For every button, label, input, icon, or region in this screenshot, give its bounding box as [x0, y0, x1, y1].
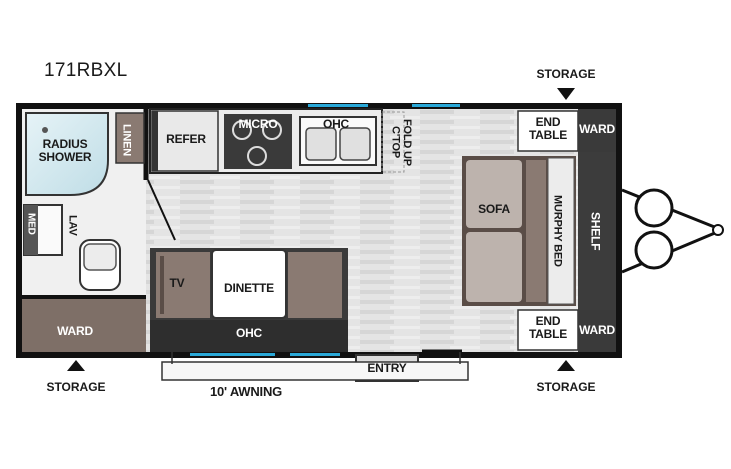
ward-bottom-left-cabinet [22, 299, 146, 352]
storage-arrow-bottom-left [67, 360, 85, 371]
propane-tank-1 [634, 188, 674, 228]
sofa-back [526, 160, 546, 302]
fold-up-ctop-label: FOLD UP C'TOP [389, 118, 413, 166]
ward-bottom-right-label: WARD [579, 323, 615, 337]
med-label: MED [25, 213, 37, 235]
refer-label: REFER [166, 132, 206, 146]
ohc-bottom-cabinet [150, 320, 348, 352]
lav-label: LAV [66, 214, 79, 236]
sofa-seat-top [466, 160, 522, 228]
micro-label: MICRO [238, 117, 278, 131]
sofa-label: SOFA [478, 202, 510, 216]
radius-shower [25, 112, 109, 196]
storage-label-bottom-right: STORAGE [536, 380, 596, 394]
window-bottom-1 [190, 353, 275, 356]
sofa-seat-bottom [466, 232, 522, 302]
shelf-label: SHELF [588, 211, 603, 251]
awning [161, 361, 469, 381]
murphy-bed-panel [547, 157, 575, 305]
awning-label: 10' AWNING [209, 384, 283, 399]
dinette-table [211, 249, 287, 319]
storage-arrow-bottom-right [557, 360, 575, 371]
dinette-label: DINETTE [224, 281, 274, 295]
hitch-tongue [621, 188, 724, 274]
end-table-bottom-label: END TABLE [528, 314, 568, 341]
entry-label: ENTRY [367, 361, 407, 375]
propane-tank-2 [634, 230, 674, 270]
window-bottom-2 [290, 353, 340, 356]
ohc-top-label: OHC [322, 117, 350, 131]
murphy-bed-label: MURPHY BED [551, 195, 564, 267]
fold-up-countertop [381, 111, 405, 173]
storage-label-top-right: STORAGE [536, 67, 596, 81]
shelf [578, 152, 616, 310]
window-top-1 [308, 104, 368, 107]
storage-label-bottom-left: STORAGE [46, 380, 106, 394]
model-name: 171RBXL [44, 60, 128, 81]
radius-shower-label: RADIUS SHOWER [38, 137, 92, 164]
end-table-top-label: END TABLE [528, 115, 568, 142]
window-top-2 [412, 104, 460, 107]
ward-top-right-cabinet [578, 109, 616, 152]
ward-top-right-label: WARD [579, 122, 615, 136]
ward-bottom-left-label: WARD [57, 324, 93, 338]
end-table-bottom [517, 309, 579, 351]
ohc-bottom-label: OHC [235, 326, 263, 340]
dinette-bench-right [288, 252, 342, 318]
storage-arrow-top-right [557, 88, 575, 100]
dinette-bench-left [156, 252, 210, 318]
refrigerator [151, 110, 219, 172]
ward-bottom-right-cabinet [578, 310, 616, 352]
linen-label: LINEN [120, 123, 133, 156]
linen-cabinet [115, 112, 145, 164]
tv-label: TV [169, 276, 185, 290]
